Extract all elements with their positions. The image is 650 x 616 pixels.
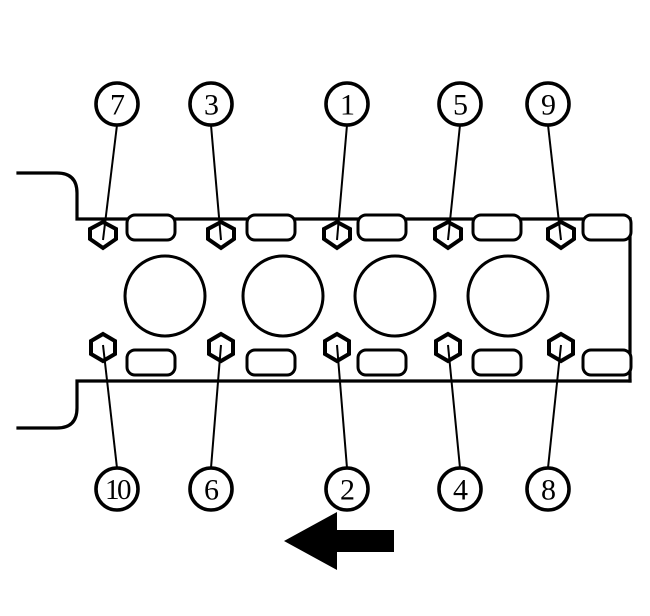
callout-bubble-5[interactable]: 5 (437, 81, 483, 127)
callout-circle (525, 81, 571, 127)
left-arrow-icon (284, 512, 394, 570)
leader-line-group-top (102, 124, 562, 241)
callout-circle (94, 466, 140, 512)
leader-line (336, 344, 348, 469)
callout-number: 5 (453, 89, 467, 122)
hex-bolt-group-bottom (89, 331, 575, 364)
coolant-slot (356, 213, 408, 242)
callout-number: 2 (340, 474, 354, 507)
coolant-slot (245, 348, 297, 377)
gasket-bottom-edge (16, 379, 632, 430)
coolant-slot (245, 213, 297, 242)
callout-bubble-8[interactable]: 8 (525, 466, 571, 512)
coolant-slot (125, 348, 177, 377)
callout-bubble-2[interactable]: 2 (324, 466, 370, 512)
callout-number: 10 (105, 474, 131, 506)
coolant-slot-group-bottom (125, 348, 633, 377)
leader-line (102, 344, 118, 469)
coolant-slot-group-top (125, 213, 633, 242)
gasket-top-edge (16, 171, 632, 221)
leader-line (210, 344, 222, 469)
callout-group-top: 7 3 1 5 9 (94, 81, 571, 127)
callout-circle (437, 466, 483, 512)
callout-number: 6 (204, 474, 219, 507)
callout-number: 3 (204, 89, 218, 122)
callout-number: 8 (541, 474, 555, 507)
leader-line-group-bottom (102, 344, 562, 469)
callout-bubble-9[interactable]: 9 (525, 81, 571, 127)
cylinder-bore (466, 254, 550, 338)
leader-line (447, 124, 461, 241)
callout-number: 9 (541, 89, 555, 122)
callout-circle (188, 466, 234, 512)
callout-group-bottom: 10 6 2 4 8 (94, 466, 571, 512)
coolant-slot (125, 213, 177, 242)
leader-line (210, 124, 222, 241)
cylinder-bore-group (123, 254, 550, 338)
direction-arrow (284, 512, 394, 570)
leader-line (102, 124, 118, 241)
coolant-slot (471, 213, 523, 242)
coolant-slot (581, 348, 633, 377)
callout-circle (324, 466, 370, 512)
callout-circle (188, 81, 234, 127)
leader-line (547, 124, 562, 241)
callout-circle (437, 81, 483, 127)
callout-number: 4 (453, 474, 468, 507)
callout-number: 7 (110, 89, 125, 122)
callout-bubble-3[interactable]: 3 (188, 81, 234, 127)
callout-bubble-4[interactable]: 4 (437, 466, 483, 512)
callout-bubble-7[interactable]: 7 (94, 81, 140, 127)
callout-circle (525, 466, 571, 512)
leader-line (336, 124, 348, 241)
callout-circle (94, 81, 140, 127)
callout-bubble-1[interactable]: 1 (324, 81, 370, 127)
leader-line (447, 344, 461, 469)
cylinder-bore (241, 254, 325, 338)
cylinder-bore (353, 254, 437, 338)
cylinder-bore (123, 254, 207, 338)
coolant-slot (356, 348, 408, 377)
coolant-slot (471, 348, 523, 377)
callout-number: 1 (340, 89, 354, 122)
callout-bubble-10[interactable]: 10 (94, 466, 140, 512)
callout-circle (324, 81, 370, 127)
leader-line (547, 344, 562, 469)
callout-bubble-6[interactable]: 6 (188, 466, 234, 512)
coolant-slot (581, 213, 633, 242)
